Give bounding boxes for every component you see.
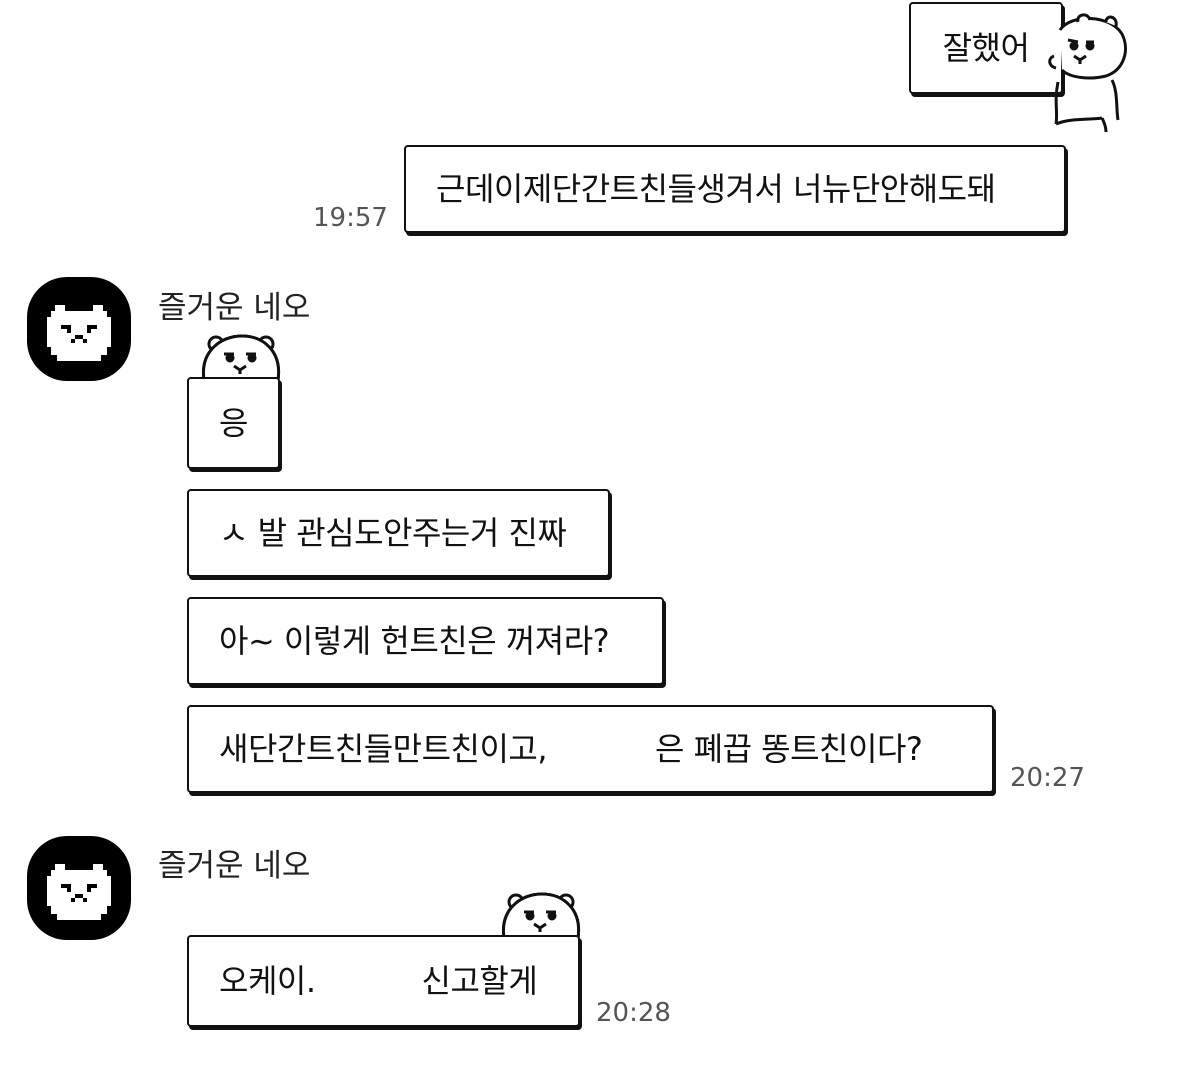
message-text-after: 신고할게 <box>421 962 538 1000</box>
bear-peeking-icon <box>202 334 281 382</box>
message-text-before: 새단간트친들만트친이고, <box>219 730 548 768</box>
message-timestamp: 20:28 <box>596 998 671 1028</box>
message-bubble-incoming[interactable]: 새단간트친들만트친이고, 은 폐끕 똥트친이다? <box>187 705 994 793</box>
message-text: 근데이제단간트친들생겨서 너뉴단안해도돼 <box>436 170 996 208</box>
sender-avatar[interactable] <box>27 277 131 381</box>
message-bubble-incoming[interactable]: 응 <box>187 377 280 469</box>
message-bubble-outgoing[interactable]: 근데이제단간트친들생겨서 너뉴단안해도돼 <box>404 145 1066 233</box>
message-text: 잘했어 <box>942 29 1030 67</box>
message-timestamp: 19:57 <box>313 203 388 233</box>
message-bubble-incoming[interactable]: 아~ 이렇게 헌트친은 꺼져라? <box>187 597 664 685</box>
sender-avatar[interactable] <box>27 836 131 940</box>
message-bubble-incoming[interactable]: 오케이. 신고할게 <box>187 935 580 1027</box>
sender-name: 즐거운 네오 <box>158 290 311 326</box>
message-text-before: 오케이. <box>219 962 316 1000</box>
neo-bear-pixel-icon <box>47 305 111 361</box>
bear-holding-sign-icon <box>1048 13 1127 133</box>
message-text-after: 은 폐끕 똥트친이다? <box>655 730 923 768</box>
message-timestamp: 20:27 <box>1010 763 1085 793</box>
message-bubble-incoming[interactable]: ㅅ 발 관심도안주는거 진짜 <box>187 489 610 577</box>
message-text: ㅅ 발 관심도안주는거 진짜 <box>219 514 567 552</box>
message-text: 응 <box>219 404 248 442</box>
neo-bear-pixel-icon <box>47 864 111 920</box>
message-bubble-outgoing[interactable]: 잘했어 <box>909 2 1063 94</box>
message-text: 아~ 이렇게 헌트친은 꺼져라? <box>219 622 610 660</box>
bear-peeking-icon <box>502 892 581 940</box>
sender-name: 즐거운 네오 <box>158 848 311 884</box>
